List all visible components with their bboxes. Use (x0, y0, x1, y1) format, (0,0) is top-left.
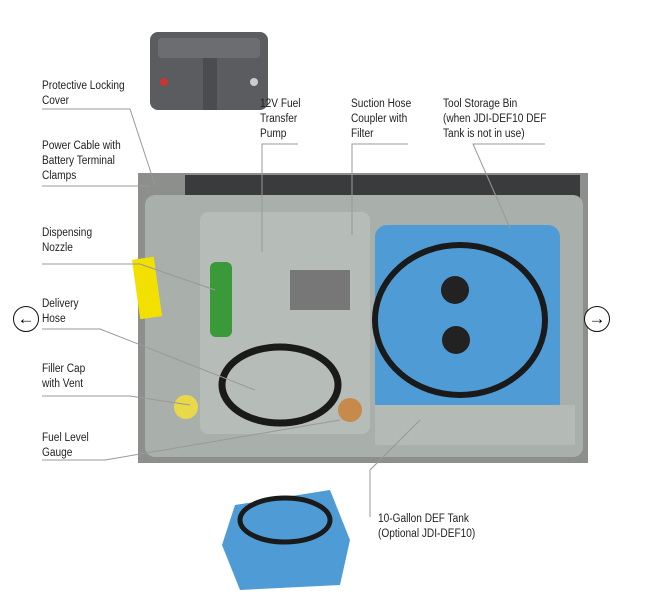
arrow-right-icon: → (588, 309, 606, 328)
def-tank-image (222, 490, 350, 590)
label-protective-locking-cover: Protective Locking Cover (42, 80, 125, 107)
label-delivery-hose: Delivery Hose (42, 298, 79, 325)
arrow-left-icon: ← (17, 309, 35, 328)
label-suction-hose-coupler: Suction Hose Coupler with Filter (351, 98, 412, 140)
lid-image (150, 32, 268, 110)
label-fuel-level-gauge: Fuel Level Gauge (42, 432, 89, 459)
label-fuel-transfer-pump: 12V Fuel Transfer Pump (260, 98, 301, 140)
label-def-tank: 10-Gallon DEF Tank (Optional JDI-DEF10) (378, 513, 476, 540)
label-filler-cap: Filler Cap with Vent (42, 363, 86, 390)
previous-button[interactable]: ← (13, 306, 39, 332)
label-power-cable: Power Cable with Battery Terminal Clamps (42, 140, 121, 182)
next-button[interactable]: → (584, 306, 610, 332)
label-tool-storage-bin: Tool Storage Bin (when JDI-DEF10 DEF Tan… (443, 98, 547, 140)
label-dispensing-nozzle: Dispensing Nozzle (42, 227, 93, 254)
leader-lines (42, 108, 545, 517)
tank-tub (131, 173, 588, 463)
